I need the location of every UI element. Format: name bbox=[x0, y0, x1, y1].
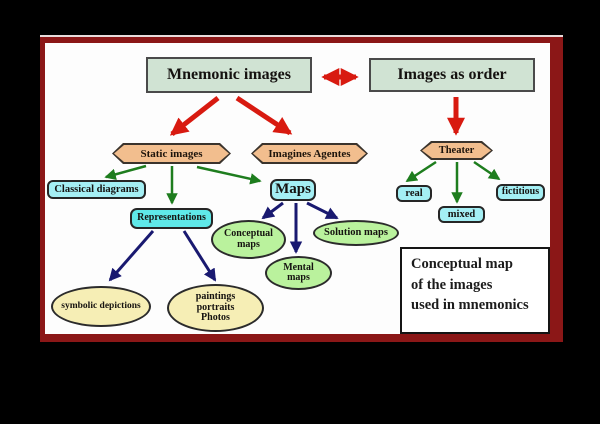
node-real-label: real bbox=[405, 187, 423, 199]
caption-line1: Conceptual map bbox=[411, 256, 513, 272]
node-maps: Maps bbox=[270, 179, 316, 201]
node-theater: Theater bbox=[420, 141, 493, 160]
node-paintings-line1: paintings bbox=[195, 291, 236, 303]
node-symbolic-depictions-label: symbolic depictions bbox=[61, 300, 141, 311]
hexagon-fill bbox=[253, 145, 366, 162]
node-mnemonic-images-label: Mnemonic images bbox=[167, 65, 291, 83]
node-classical-diagrams: Classical diagrams bbox=[47, 180, 146, 199]
node-images-as-order: Images as order bbox=[369, 58, 535, 92]
node-symbolic-depictions: symbolic depictions bbox=[51, 286, 151, 327]
node-classical-diagrams-label: Classical diagrams bbox=[54, 183, 139, 195]
node-representations: Representations bbox=[130, 208, 213, 229]
node-mixed: mixed bbox=[438, 206, 485, 223]
node-mixed-label: mixed bbox=[447, 208, 476, 220]
node-mental-maps-line2: maps bbox=[287, 272, 310, 283]
node-conceptual-maps-line1: Conceptual bbox=[224, 228, 273, 239]
node-fictitious-label: fictitious bbox=[501, 186, 540, 198]
hexagon-fill bbox=[422, 143, 491, 158]
node-mental-maps-line1: Mental bbox=[283, 261, 314, 273]
node-solution-maps: Solution maps bbox=[313, 220, 399, 246]
node-imagines-agentes: Imagines Agentes bbox=[251, 143, 368, 164]
caption-line2: of the images bbox=[411, 276, 493, 293]
node-images-as-order-label: Images as order bbox=[397, 65, 507, 83]
node-static-images-label: Static images bbox=[140, 147, 203, 160]
node-solution-maps-label: Solution maps bbox=[324, 227, 388, 239]
node-static-images: Static images bbox=[112, 143, 231, 164]
node-maps-label: Maps bbox=[275, 181, 311, 198]
node-real: real bbox=[396, 185, 432, 202]
node-paintings-line3: Photos bbox=[201, 312, 230, 324]
hexagon-fill bbox=[114, 145, 229, 162]
node-mnemonic-images: Mnemonic images bbox=[146, 57, 312, 93]
node-conceptual-maps: Conceptual maps bbox=[211, 220, 286, 259]
caption-box: Conceptual map of the images used in mne… bbox=[400, 247, 550, 334]
node-mental-maps: Mental maps bbox=[265, 256, 332, 290]
caption-line3: used in mnemonics bbox=[411, 297, 529, 314]
node-representations-label: Representations bbox=[137, 212, 206, 224]
node-fictitious: fictitious bbox=[496, 184, 545, 201]
node-paintings-line2: portraits bbox=[196, 301, 235, 313]
node-conceptual-maps-line2: maps bbox=[237, 238, 260, 250]
node-paintings-portraits-photos: paintings portraits Photos bbox=[167, 284, 264, 332]
node-imagines-agentes-label: Imagines Agentes bbox=[268, 147, 351, 160]
node-theater-label: Theater bbox=[438, 145, 475, 156]
